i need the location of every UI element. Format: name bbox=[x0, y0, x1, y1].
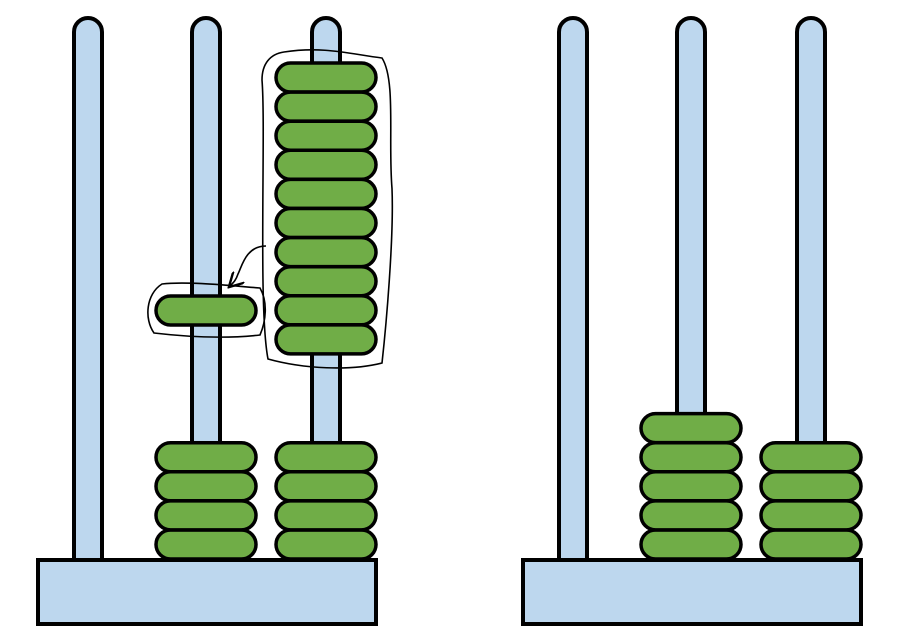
bead bbox=[759, 470, 863, 503]
bead bbox=[154, 499, 258, 532]
bead bbox=[639, 440, 743, 474]
abacus-base bbox=[521, 558, 863, 626]
bead bbox=[274, 90, 378, 123]
bead bbox=[639, 528, 743, 561]
bead bbox=[759, 440, 863, 474]
bead bbox=[154, 294, 258, 327]
bead bbox=[274, 323, 378, 356]
bead bbox=[639, 470, 743, 503]
bead bbox=[274, 528, 378, 561]
rod bbox=[557, 16, 589, 582]
bead bbox=[154, 440, 258, 474]
bead bbox=[759, 499, 863, 532]
moved-bead-loop bbox=[147, 282, 267, 338]
bead bbox=[759, 528, 863, 561]
bead bbox=[274, 294, 378, 327]
bead bbox=[639, 499, 743, 532]
bead bbox=[274, 206, 378, 240]
bead bbox=[274, 499, 378, 532]
bead bbox=[274, 470, 378, 503]
bead bbox=[274, 61, 378, 94]
abacus-base bbox=[36, 558, 378, 626]
bead bbox=[274, 148, 378, 182]
bead bbox=[274, 235, 378, 269]
bead bbox=[274, 119, 378, 152]
group-of-ten-loop bbox=[261, 49, 394, 369]
bead bbox=[154, 528, 258, 561]
rod bbox=[72, 16, 104, 582]
bead bbox=[639, 411, 743, 445]
bead bbox=[274, 264, 378, 298]
bead bbox=[154, 470, 258, 503]
bead bbox=[274, 440, 378, 474]
bead bbox=[274, 177, 378, 211]
regroup-arrow bbox=[230, 245, 267, 286]
